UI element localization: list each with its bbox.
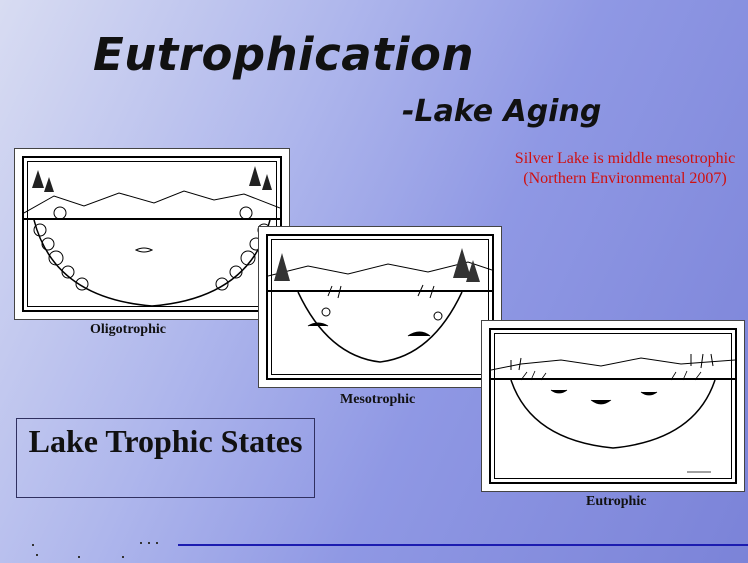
oligotrophic-lake-image (14, 148, 290, 320)
slide-title: Eutrophication (93, 28, 474, 81)
caption-mesotrophic: Mesotrophic (340, 392, 415, 408)
mesotrophic-lake-drawing (268, 236, 492, 378)
lake-trophic-states-box: Lake Trophic States (16, 418, 315, 498)
eutrophic-lake-image (481, 320, 745, 492)
caption-oligotrophic: Oligotrophic (90, 322, 166, 338)
eutrophic-lake-drawing (491, 330, 735, 482)
silver-lake-note: Silver Lake is middle mesotrophic (North… (500, 149, 748, 189)
slide-subtitle: -Lake Aging (402, 94, 601, 129)
caption-eutrophic: Eutrophic (586, 494, 646, 510)
mesotrophic-lake-image (258, 226, 502, 388)
footer-divider-line (178, 544, 748, 546)
oligotrophic-lake-drawing (24, 158, 280, 310)
footer-decoration (30, 540, 170, 560)
